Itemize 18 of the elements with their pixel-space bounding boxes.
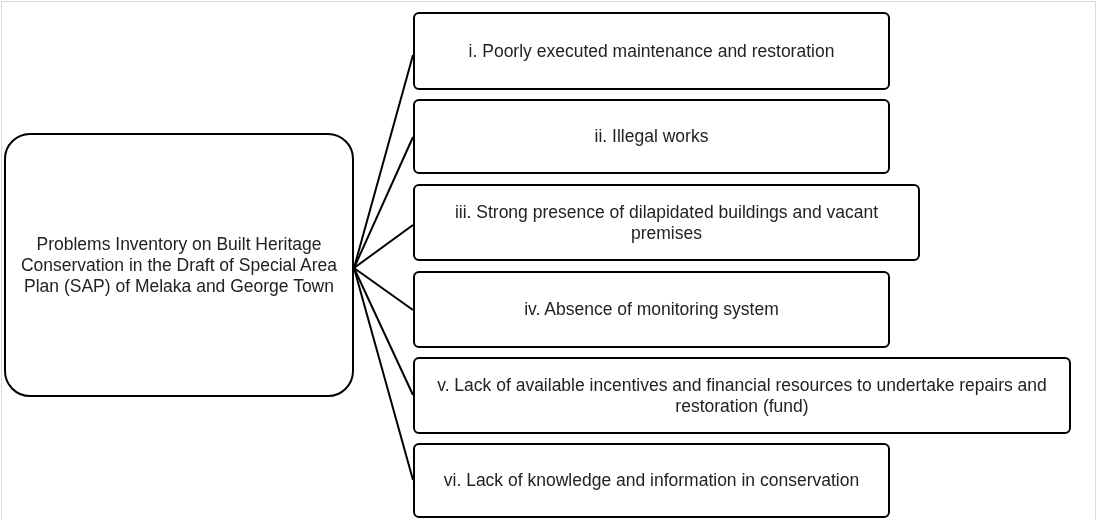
- connector-line: [353, 136, 414, 269]
- problem-text: iv. Absence of monitoring system: [524, 299, 779, 320]
- problem-box: [413, 443, 890, 518]
- problem-box: [413, 12, 890, 90]
- problem-box: [413, 271, 890, 348]
- problem-box: [413, 184, 920, 261]
- connector-line: [353, 267, 414, 311]
- connector-line: [353, 224, 414, 269]
- problem-text: i. Poorly executed maintenance and restoration: [468, 40, 835, 62]
- problem-text: vi. Lack of knowledge and information in conservation: [443, 470, 860, 491]
- problem-text: iii. Strong presence of dilapidated buildings and vacant premises: [453, 201, 880, 244]
- topic-box: [4, 133, 354, 397]
- problem-text: v. Lack of available incentives and financial resources to undertake repairs and restoration (fund): [436, 374, 1048, 417]
- problem-box: [413, 357, 1071, 434]
- problem-box: [413, 99, 890, 174]
- problem-text: ii. Illegal works: [594, 126, 709, 147]
- connector-line: [353, 267, 414, 396]
- topic-text: Problems Inventory on Built Heritage Conservation in the Draft of Special Area Plan (SAP) of Melaka and George Town: [19, 233, 339, 297]
